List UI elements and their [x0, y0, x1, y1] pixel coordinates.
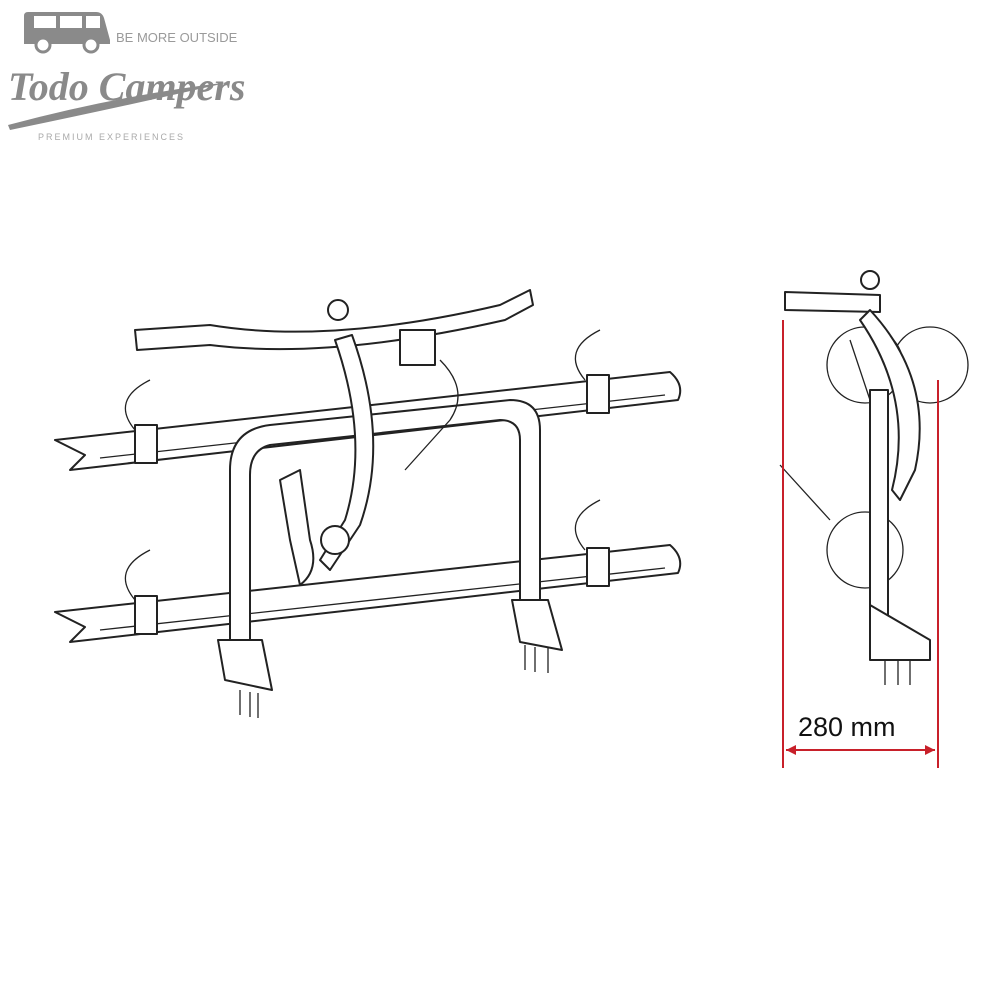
logo-tagline-top: BE MORE OUTSIDE	[116, 30, 238, 45]
todo-campers-logo: BE MORE OUTSIDE Todo Campers PREMIUM EXP…	[8, 12, 245, 142]
van-icon	[24, 12, 110, 54]
front-view	[54, 289, 682, 718]
logo-tagline-bottom: PREMIUM EXPERIENCES	[38, 132, 185, 142]
logo-swoosh	[8, 82, 230, 130]
dimension-label: 280 mm	[798, 712, 896, 742]
side-view	[779, 270, 969, 685]
width-dimension	[782, 320, 939, 768]
top-arm	[134, 289, 534, 351]
